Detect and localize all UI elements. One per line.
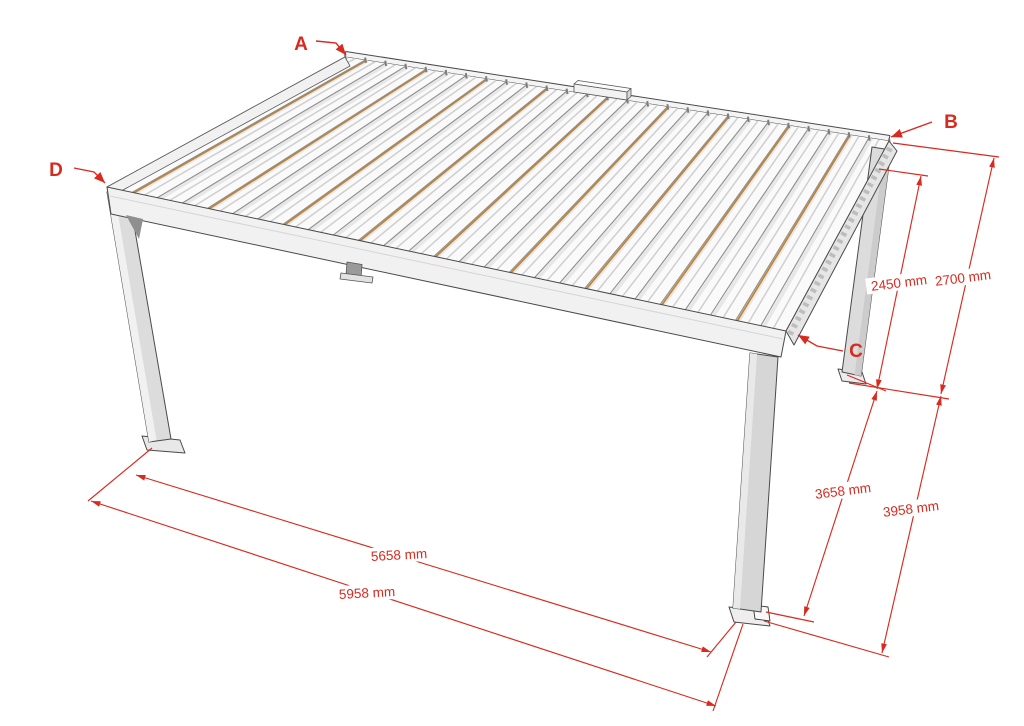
dim-label-3658-mm: 3658 mm xyxy=(814,480,872,502)
ext-line-front-foot-right-1 xyxy=(765,611,815,623)
ext-line-b-top xyxy=(892,142,1000,158)
ext-line-frame-bottom xyxy=(878,168,929,177)
louver-slats xyxy=(106,54,891,332)
ext-line-front-foot-right-4 xyxy=(712,623,744,712)
corner-label-d: D xyxy=(49,160,63,181)
beam-bracket xyxy=(339,261,374,284)
dim-line-5658 xyxy=(135,474,712,653)
dim-label-3958-mm: 3958 mm xyxy=(882,498,940,520)
leader-b xyxy=(890,121,933,138)
post-beam-joint-shadow xyxy=(126,215,143,239)
leader-c xyxy=(797,334,844,352)
fascia-top-edge-line xyxy=(109,195,784,340)
leader-d xyxy=(73,167,106,184)
dim-label-5658-mm: 5658 mm xyxy=(371,546,428,564)
dim-label-5958-mm: 5958 mm xyxy=(339,584,396,602)
corner-label-a: A xyxy=(294,34,308,55)
pergola-structure xyxy=(106,51,898,627)
motor-housing xyxy=(573,80,632,101)
corner-label-b: B xyxy=(944,112,958,133)
corner-label-c: C xyxy=(849,341,863,362)
leader-a xyxy=(315,40,347,56)
ext-line-front-foot-right-2 xyxy=(763,620,890,658)
ext-line-front-foot-right-3 xyxy=(706,621,737,658)
ext-line-rear-foot-2 xyxy=(848,382,950,400)
dim-label-2450-mm: 2450 mm xyxy=(870,272,928,294)
post-front-right xyxy=(728,352,779,627)
front-fascia-beam xyxy=(106,186,787,358)
dimension-labels: 2450 mm 2700 mm 3658 mm 3958 mm 5658 mm … xyxy=(333,265,997,603)
corner-labels: A B C D xyxy=(49,34,958,362)
ext-line-front-foot-left xyxy=(87,447,153,502)
dim-line-3658 xyxy=(803,390,878,617)
ext-line-rear-foot-1 xyxy=(846,374,887,392)
dim-label-2700-mm: 2700 mm xyxy=(934,267,992,289)
dimension-annotations xyxy=(73,40,1000,712)
post-front-left xyxy=(106,191,186,454)
louver-end-serration xyxy=(786,146,893,338)
dim-line-3958 xyxy=(881,395,942,654)
dim-line-5958 xyxy=(90,500,717,707)
